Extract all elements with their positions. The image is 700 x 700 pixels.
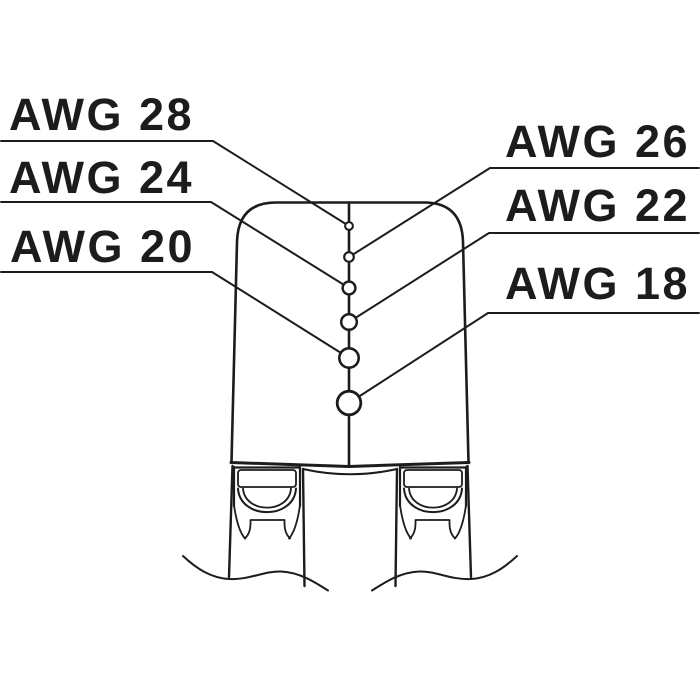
right-break-wave: [371, 555, 518, 592]
callout-label-awg-26: AWG 26: [505, 116, 690, 167]
left-bowl-outer-arc: [237, 487, 297, 513]
right-leg-outer-edge: [466, 464, 473, 579]
right-jaw: [398, 465, 468, 540]
leader-awg-18: [348, 312, 700, 404]
leader-awg-28: [0, 140, 350, 227]
gauge-hole-awg-24: [341, 280, 357, 296]
callout-label-awg-20: AWG 20: [10, 221, 195, 272]
jaw-gap-curve: [302, 468, 398, 476]
left-bowl-inner-arc: [242, 487, 292, 509]
left-break-wave: [182, 555, 329, 592]
gauge-hole-awg-22: [339, 312, 359, 332]
callout-label-awg-22: AWG 22: [505, 180, 690, 231]
right-leg-inner-edge: [394, 467, 399, 588]
left-jaw: [232, 465, 302, 540]
leader-awg-20: [0, 271, 350, 359]
gauge-hole-awg-28: [344, 221, 354, 231]
gauge-hole-awg-20: [337, 346, 360, 369]
leader-awg-22: [348, 232, 700, 323]
gauge-hole-awg-18: [335, 389, 363, 417]
right-bowl-outer-arc: [403, 487, 463, 513]
left-leg-outer-edge: [227, 464, 234, 579]
blade-edge-line: [229, 461, 471, 468]
left-jaw-fillets: [233, 504, 301, 540]
left-jaw-notch-bracket: [244, 519, 291, 540]
leader-awg-24: [0, 201, 350, 289]
right-jaw-notch-bracket: [409, 519, 456, 540]
callout-label-awg-24: AWG 24: [9, 152, 194, 203]
right-jaw-fillets: [399, 504, 467, 540]
gauge-hole-awg-26: [343, 251, 355, 263]
callout-label-awg-28: AWG 28: [9, 89, 194, 140]
left-leg-inner-edge: [301, 467, 306, 588]
leader-awg-26: [348, 167, 700, 258]
right-blade-slot: [403, 469, 463, 488]
left-blade-slot: [237, 469, 297, 488]
right-jaw-outer-sides: [398, 465, 468, 508]
right-bowl-inner-arc: [408, 487, 458, 509]
callout-label-awg-18: AWG 18: [505, 258, 690, 309]
left-jaw-outer-sides: [232, 465, 302, 508]
